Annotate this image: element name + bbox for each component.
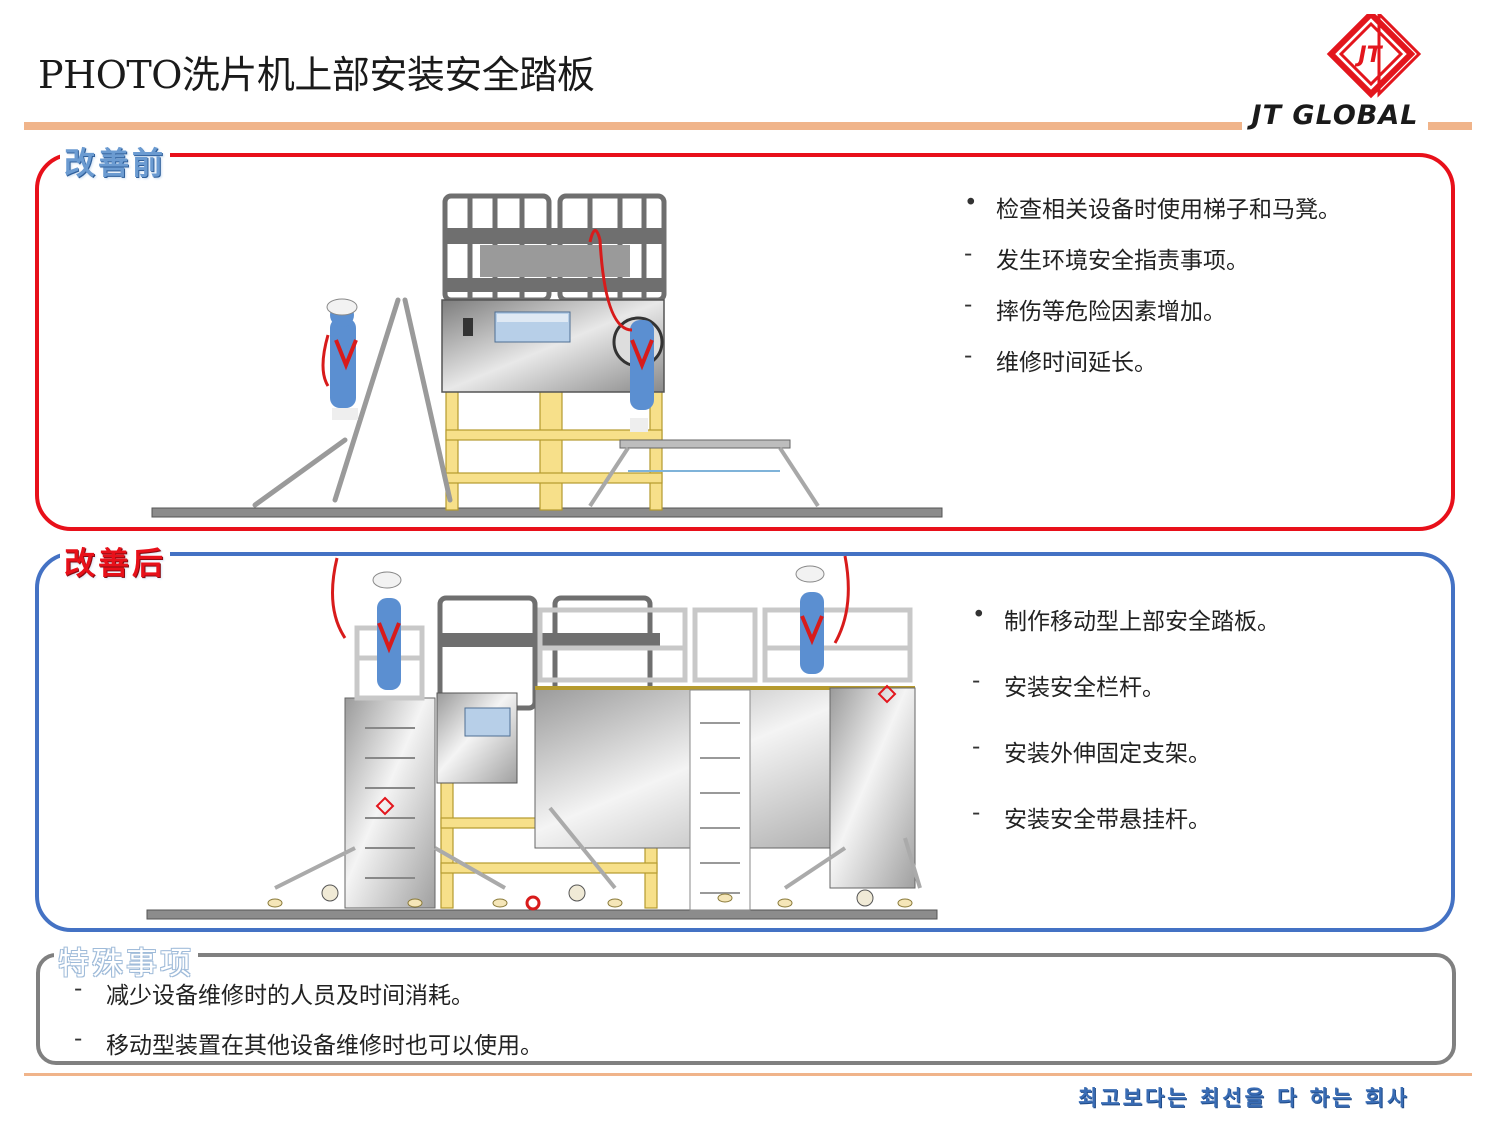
jt-diamond-logo-icon: JT: [1326, 14, 1422, 99]
before-bullet-item: •检查相关设备时使用梯子和马凳。: [964, 190, 1341, 223]
header-divider: [24, 122, 1242, 130]
before-panel: [35, 153, 1455, 531]
company-logo: JT JT GLOBAL: [1245, 14, 1425, 134]
before-bullet-item: -摔伤等危险因素增加。: [964, 292, 1226, 325]
notes-panel: [36, 953, 1456, 1065]
before-bullet-list: •检查相关设备时使用梯子和马凳。 -发生环境安全指责事项。 -摔伤等危险因素增加…: [964, 190, 1341, 394]
footer-divider: [24, 1073, 1472, 1076]
after-illustration: [146, 555, 938, 920]
before-label: 改善前: [60, 138, 170, 183]
notes-label: 特殊事项: [54, 938, 198, 983]
after-label: 改善后: [60, 538, 170, 583]
after-bullet-list: •制作移动型上部安全踏板。 -安装安全栏杆。 -安装外伸固定支架。 -安装安全带…: [972, 602, 1280, 866]
footer-slogan: 최고보다는 최선을 다 하는 회사: [1078, 1086, 1410, 1110]
header-divider-right: [1428, 122, 1472, 130]
after-bullet-item: •制作移动型上部安全踏板。: [972, 602, 1280, 635]
page-title: PHOTO洗片机上部安装安全踏板: [38, 53, 595, 97]
notes-bullet-item: -移动型装置在其他设备维修时也可以使用。: [74, 1026, 543, 1059]
notes-bullet-list: -减少设备维修时的人员及时间消耗。 -移动型装置在其他设备维修时也可以使用。: [74, 976, 543, 1076]
after-bullet-item: -安装安全带悬挂杆。: [972, 800, 1211, 833]
before-illustration: [151, 193, 943, 518]
before-bullet-item: -维修时间延长。: [964, 343, 1157, 376]
svg-text:JT: JT: [1354, 43, 1383, 68]
before-bullet-item: -发生环境安全指责事项。: [964, 241, 1249, 274]
after-bullet-item: -安装安全栏杆。: [972, 668, 1165, 701]
logo-text: JT GLOBAL: [1251, 100, 1419, 131]
notes-bullet-item: -减少设备维修时的人员及时间消耗。: [74, 976, 474, 1009]
after-bullet-item: -安装外伸固定支架。: [972, 734, 1211, 767]
